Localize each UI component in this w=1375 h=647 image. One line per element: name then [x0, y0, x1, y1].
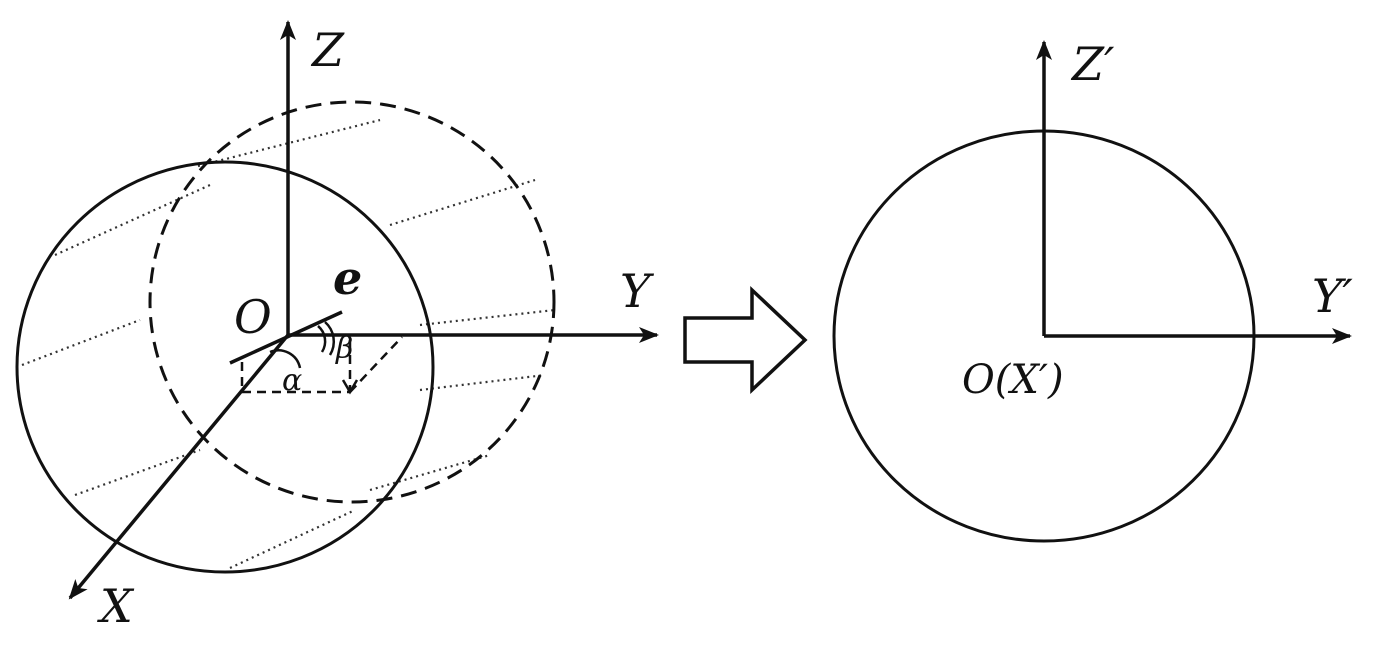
- generator-line-9: [369, 453, 491, 492]
- x-axis-label: X: [97, 579, 135, 633]
- eccentricity-vector: [229, 310, 343, 365]
- original-circle: [15, 160, 435, 574]
- vector-e-label: e: [333, 251, 362, 305]
- left-panel: Z Y X O e α β: [15, 20, 659, 633]
- hollow-right-arrow-icon: [683, 285, 808, 395]
- generator-line-8: [229, 509, 356, 569]
- projection-arrow-tip: [341, 379, 359, 395]
- generator-line-2: [54, 183, 211, 257]
- projection-diagonal: [349, 336, 403, 393]
- generator-line-5: [419, 308, 556, 327]
- beta-label: β: [335, 331, 353, 366]
- cylinder-generator-lines: [21, 118, 556, 569]
- y-prime-axis-label: Y′: [1312, 269, 1353, 323]
- origin-label: O: [234, 290, 272, 344]
- y-axis-label: Y: [620, 264, 655, 318]
- beta-arc-inner: [317, 325, 327, 353]
- generator-line-3: [389, 178, 536, 227]
- projection-lines: [240, 336, 403, 394]
- z-prime-axis-label: Z′: [1070, 37, 1115, 91]
- x-axis: [68, 333, 290, 600]
- alpha-label: α: [282, 363, 302, 398]
- beta-arc-outer: [324, 321, 335, 356]
- generator-line-7: [419, 373, 546, 392]
- origin-prime-label: O(X′): [962, 357, 1064, 403]
- generator-line-1: [197, 118, 381, 168]
- alpha-arc: [269, 349, 302, 369]
- generator-line-4: [21, 318, 141, 367]
- generator-line-6: [74, 448, 201, 497]
- z-axis-label: Z: [310, 23, 345, 77]
- displaced-circle: [148, 100, 556, 504]
- right-panel: Z′ Y′ O(X′): [832, 37, 1353, 543]
